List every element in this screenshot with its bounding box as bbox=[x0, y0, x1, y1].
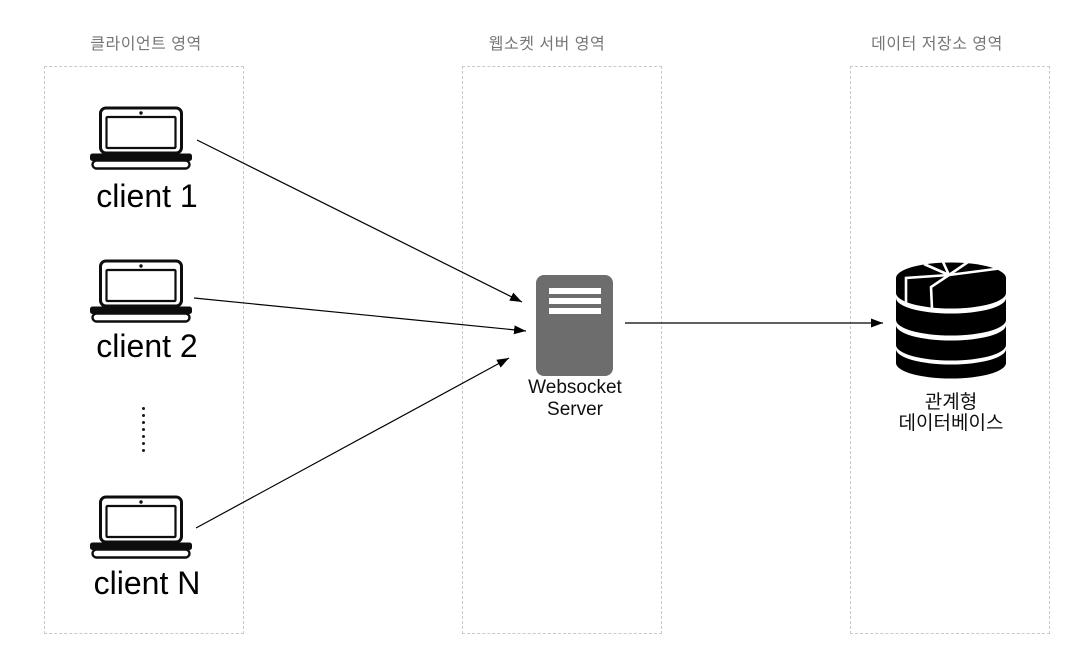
laptop-icon bbox=[90, 259, 192, 323]
client-2-label: client 2 bbox=[96, 328, 198, 364]
websocket-server-label: Websocket Server bbox=[505, 377, 645, 421]
zone-title-data-storage-area: 데이터 저장소 영역 bbox=[871, 36, 1003, 53]
webcam-dot bbox=[139, 264, 143, 268]
ellipsis-dot bbox=[142, 421, 145, 424]
database-cylinder-icon bbox=[896, 262, 1006, 379]
laptop-icon bbox=[90, 495, 192, 559]
zone-box-websocket-server-area bbox=[462, 66, 662, 634]
ellipsis-dot bbox=[142, 428, 145, 431]
ellipsis-dot bbox=[142, 407, 145, 410]
ellipsis-dot bbox=[142, 442, 145, 445]
ellipsis-dot bbox=[142, 414, 145, 417]
ellipsis-dot bbox=[142, 435, 145, 438]
webcam-dot bbox=[139, 500, 143, 504]
zone-title-client-area: 클라이언트 영역 bbox=[90, 36, 202, 53]
zone-box-data-storage-area bbox=[850, 66, 1050, 634]
client-1-label: client 1 bbox=[96, 178, 198, 214]
client-n-label: client N bbox=[93, 565, 201, 601]
server-icon bbox=[536, 275, 613, 376]
ellipsis-dot bbox=[142, 449, 145, 452]
server-slot-bar bbox=[548, 308, 601, 314]
relational-database-label-line1: 관계형 bbox=[924, 392, 978, 413]
server-slot-bar bbox=[548, 288, 601, 294]
websocket-server-label-line1: Websocket bbox=[528, 377, 622, 398]
relational-database-label: 관계형 데이터베이스 bbox=[851, 392, 1051, 434]
relational-database-label-line2: 데이터베이스 bbox=[898, 413, 1004, 434]
laptop-icon bbox=[90, 106, 192, 170]
zone-box-client-area bbox=[44, 66, 244, 634]
zone-title-websocket-server-area: 웹소켓 서버 영역 bbox=[488, 36, 606, 53]
server-slot-bar bbox=[548, 298, 601, 304]
webcam-dot bbox=[139, 111, 143, 115]
vertical-dots-ellipsis-icon bbox=[142, 407, 145, 452]
database-top-segments bbox=[904, 262, 1004, 310]
websocket-server-label-line2: Server bbox=[547, 399, 603, 420]
